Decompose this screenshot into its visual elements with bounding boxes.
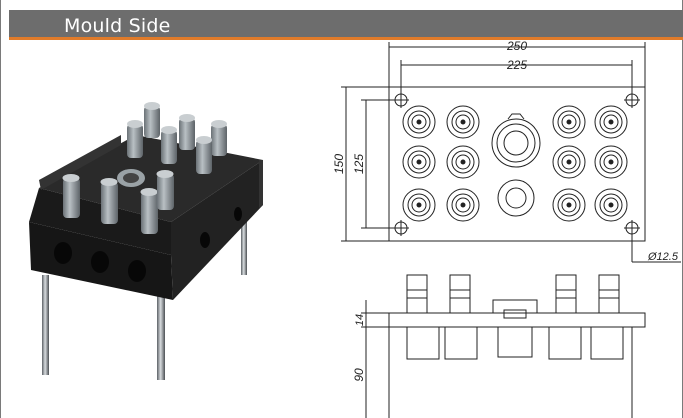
coupling-fitting xyxy=(156,170,174,210)
coupling-fitting xyxy=(100,178,118,224)
dim-height-inner: 125 xyxy=(352,154,366,174)
plate-outline xyxy=(388,86,646,242)
section-title: Mould Side xyxy=(64,15,171,37)
coupling-fitting xyxy=(211,120,227,156)
dim-width-inner: 225 xyxy=(506,58,527,72)
dim-height-outer: 150 xyxy=(332,154,346,174)
side-plate xyxy=(388,312,646,328)
dim-hole-diameter: Ø12.5 xyxy=(647,251,679,263)
dim-depth: 90 xyxy=(352,368,366,382)
coupling-fitting xyxy=(179,114,195,150)
support-rod xyxy=(157,288,165,380)
coupling-fitting xyxy=(62,174,80,218)
section-header: Mould Side xyxy=(9,10,683,40)
support-rod xyxy=(241,200,247,275)
dim-width-outer: 250 xyxy=(506,39,527,53)
coupling-fitting xyxy=(144,102,160,138)
coupling-fitting xyxy=(127,120,143,158)
dim-thickness: 14 xyxy=(354,314,366,326)
coupling-fitting xyxy=(140,188,158,234)
block-right xyxy=(171,160,263,300)
coupling-fitting xyxy=(161,126,177,164)
support-rod xyxy=(42,275,49,375)
coupling-fitting xyxy=(196,136,212,174)
